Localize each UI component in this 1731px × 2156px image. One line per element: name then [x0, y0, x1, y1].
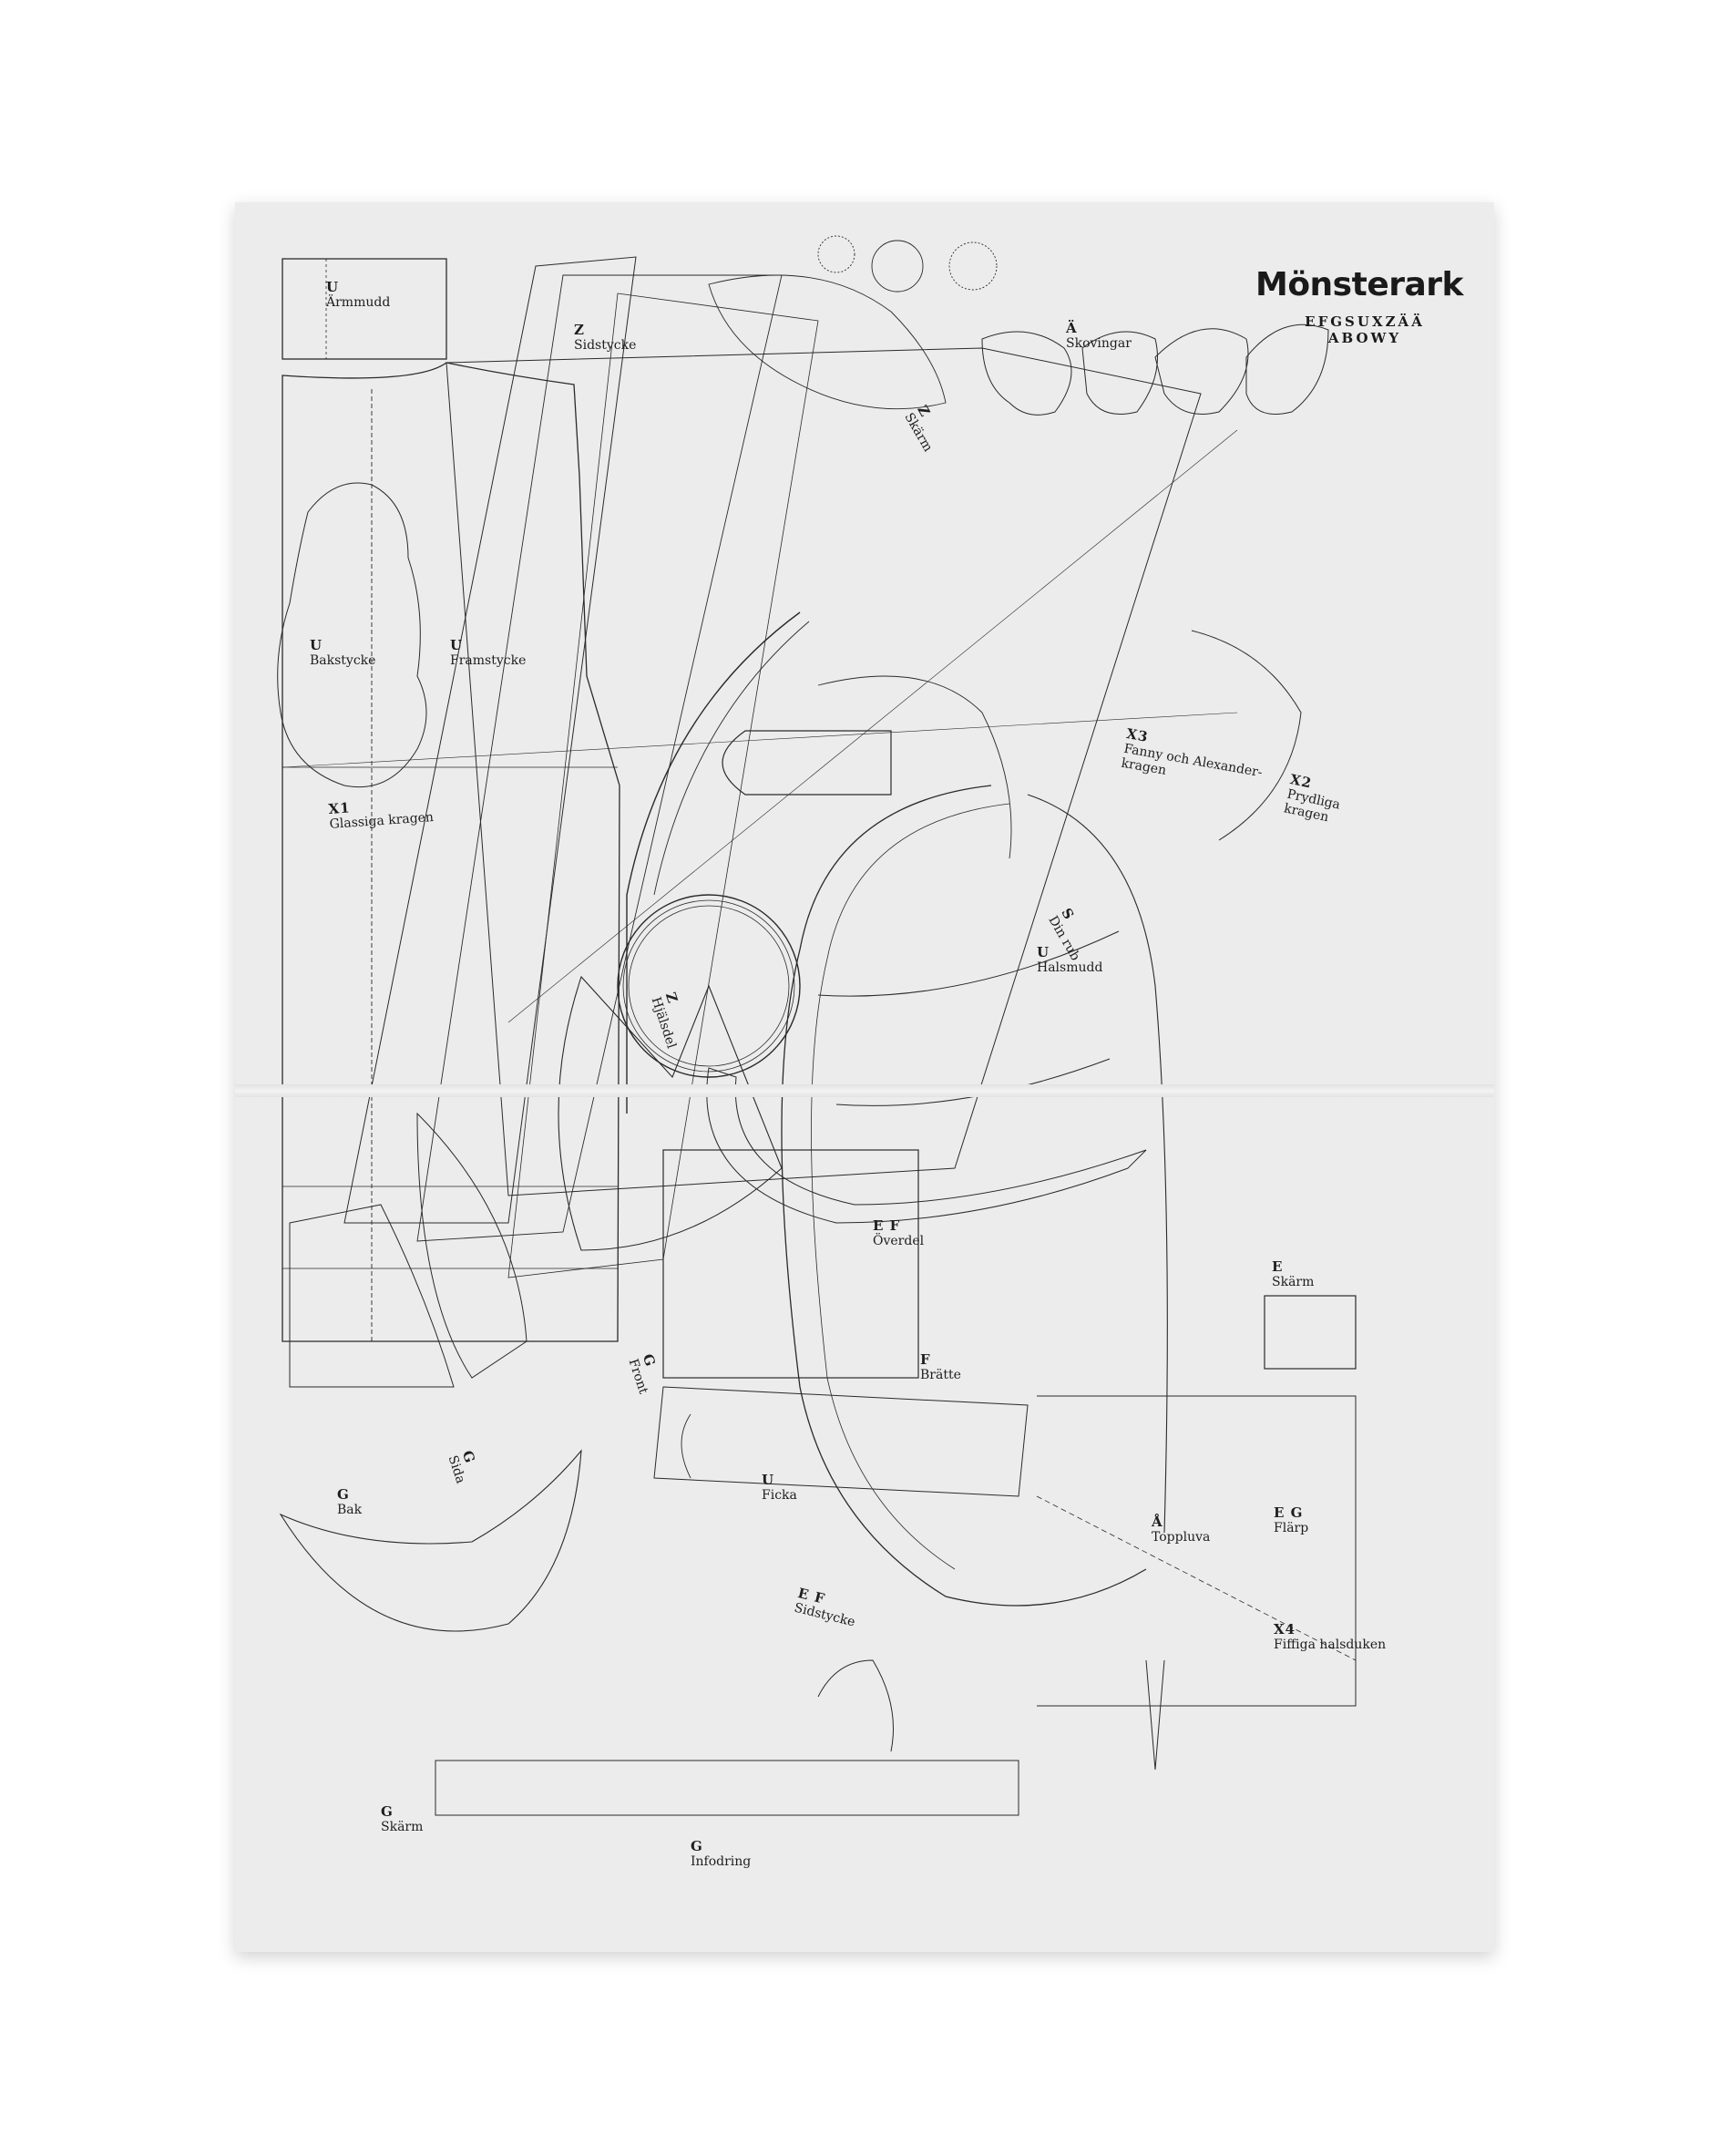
pattern-lines	[277, 235, 1357, 1816]
size-letters: EFGSUXZÄÄ ABOWY	[1292, 313, 1438, 346]
sheet-title: Mönsterark	[1255, 266, 1463, 303]
size-letters-line1: EFGSUXZÄÄ	[1305, 313, 1425, 330]
center-fold	[235, 1084, 1494, 1097]
size-letters-line2: ABOWY	[1327, 330, 1402, 346]
